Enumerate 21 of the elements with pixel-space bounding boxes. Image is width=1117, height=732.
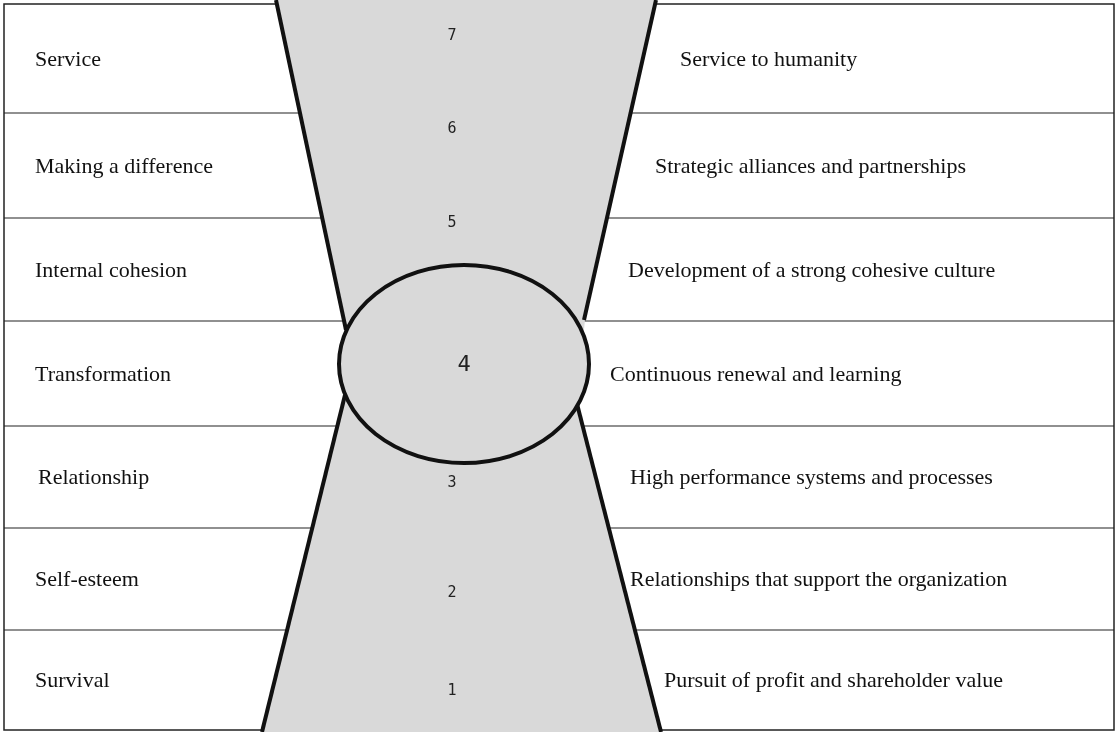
level-number: 3 xyxy=(447,473,457,491)
row-label: Making a difference xyxy=(35,152,213,179)
level-number: 1 xyxy=(447,681,457,699)
row-description: Development of a strong cohesive culture xyxy=(628,256,996,283)
row-label: Service xyxy=(35,46,101,72)
level-number: 2 xyxy=(447,583,457,601)
row-label: Self-esteem xyxy=(35,566,139,592)
row-description: High performance systems and processes xyxy=(630,464,993,490)
row-label: Internal cohesion xyxy=(35,256,188,283)
row-label: Transformation xyxy=(35,360,172,387)
row-description: Pursuit of profit and shareholder value xyxy=(664,666,1004,693)
level-number: 4 xyxy=(457,350,471,376)
level-number: 7 xyxy=(447,26,457,44)
row-description: Relationships that support the organization xyxy=(630,566,1008,592)
level-number: 5 xyxy=(447,213,457,231)
row-label: Survival xyxy=(35,666,110,693)
row-description: Continuous renewal and learning xyxy=(610,360,902,387)
level-number: 6 xyxy=(447,119,457,137)
row-label: Relationship xyxy=(38,464,150,490)
row-description: Service to humanity xyxy=(680,46,858,72)
row-description: Strategic alliances and partnerships xyxy=(655,152,966,179)
